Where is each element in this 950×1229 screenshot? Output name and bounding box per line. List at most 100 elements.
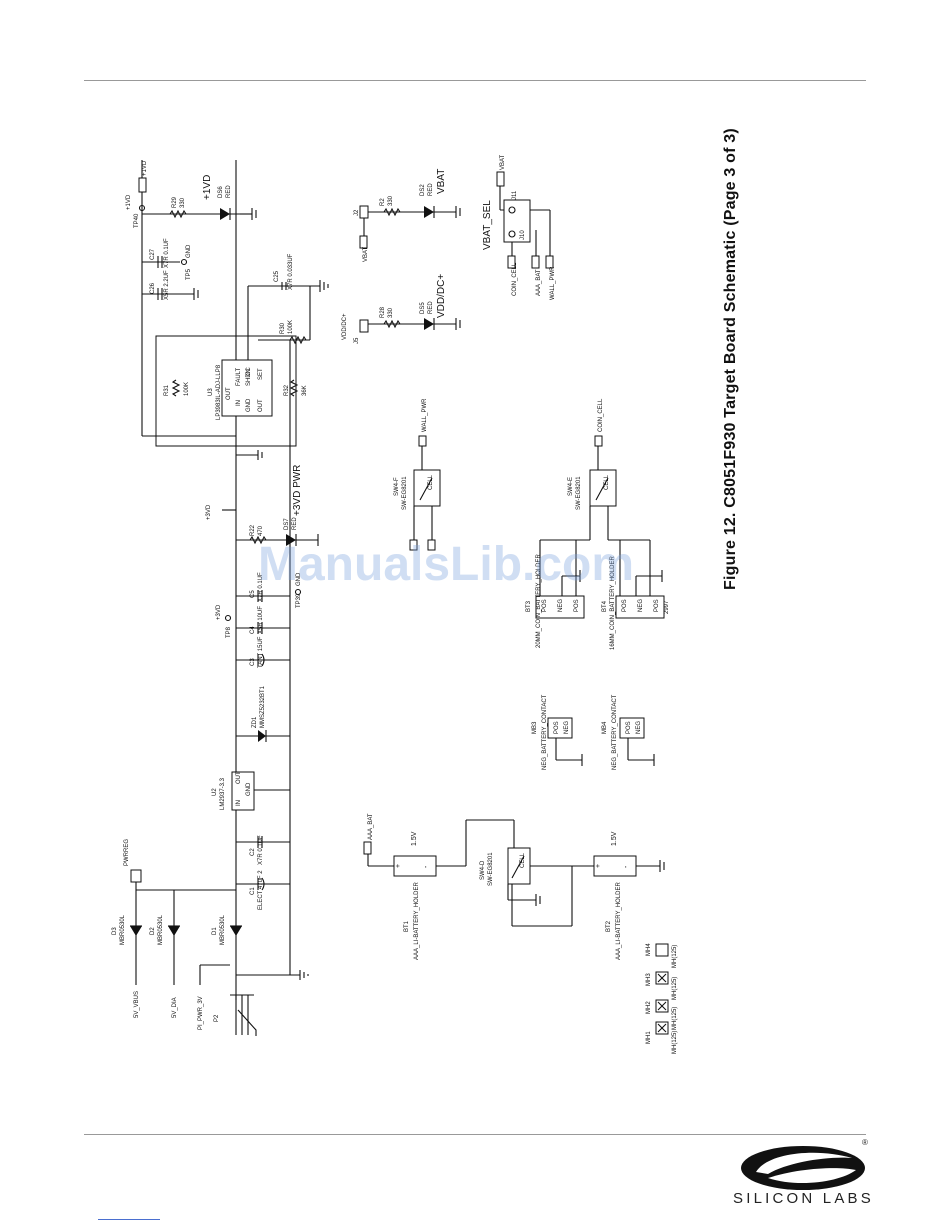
- u2-pin-out: OUT: [236, 771, 242, 784]
- c4-value: X5R 10UF: [258, 606, 264, 634]
- bt1-minus: -: [423, 865, 430, 868]
- r29-value: 330: [180, 197, 186, 208]
- j10-ref: J10: [520, 230, 526, 240]
- bt3-ref: BT3: [526, 600, 532, 612]
- net-wall-pwr2: WALL_PWR: [422, 398, 428, 432]
- d2-ref: D2: [150, 927, 156, 935]
- d2-value: MBR0530L: [158, 914, 164, 945]
- u3-pin-fault: FAULT: [236, 367, 242, 386]
- c3-ref: C3: [250, 658, 256, 666]
- c5-value: X7R 0.1UF: [258, 572, 264, 602]
- u3-pin-out: OUT: [226, 387, 232, 400]
- mh1-ref: MH1: [646, 1031, 652, 1044]
- input-diodes: PWRREG D3 MBR0530L D2 MBR0530L D1 MBR053…: [112, 839, 257, 1036]
- j5-net: VDD/DC+: [342, 313, 348, 340]
- bt2-minus: -: [623, 865, 630, 868]
- mb4-ref: MB4: [602, 721, 608, 734]
- bt3-pos: POS: [542, 599, 548, 612]
- ds7-value: RED: [292, 517, 298, 530]
- tp8-net: +3VD: [216, 604, 222, 620]
- mounting-holes: MH1 MH(125) MH2 MH(125) MH3 MH(125) MH4 …: [646, 943, 678, 1054]
- bt1-plus: +: [395, 864, 402, 868]
- r32-ref: R32: [284, 384, 290, 396]
- mb4-pos: POS: [626, 721, 632, 734]
- switch-sw4f: CELL SW4-F SW-EG8201 WALL_PWR: [394, 398, 441, 551]
- switch-sw4e: CELL SW4-E SW-EG8201 COIN_CELL POS NEG P…: [526, 398, 670, 650]
- c27-value: X7R 0.1UF: [164, 238, 170, 268]
- sw4e-cell: CELL: [604, 474, 610, 490]
- bt3-pos2: POS: [574, 599, 580, 612]
- d1-ref: D1: [212, 927, 218, 935]
- vd1-section: TP40 +1VD +1VD R29 330 DS6 RED +1VD C27 …: [126, 160, 257, 300]
- c26-value: X5R 2.2UF: [164, 270, 170, 300]
- net-wall-pwr: WALL_PWR: [550, 266, 556, 300]
- u3-pin-out2: OUT: [258, 399, 264, 412]
- d1-value: MBR0530L: [220, 914, 226, 945]
- tp8-ref: TP8: [226, 626, 232, 638]
- c1-ref: C1: [250, 887, 256, 895]
- output-filter: ZD1 MMSZ5232BT1 C3 TANT 15UF C4 X5R 10UF…: [206, 465, 319, 742]
- net-coin-cell2: COIN_CELL: [598, 398, 604, 432]
- pwrreg-label: PWRREG: [124, 839, 130, 866]
- c4-ref: C4: [250, 626, 256, 634]
- tp40-net: +1VD: [126, 194, 132, 210]
- zd1-value: MMSZ5232BT1: [260, 685, 266, 728]
- sw4d-value: SW-EG8201: [488, 852, 494, 886]
- status-leds: J2 VBAT R2 330 DS2 RED VBAT J5 VDD/DC+ R…: [342, 169, 461, 344]
- r30-ref: R30: [280, 322, 286, 334]
- r28-ref: R28: [380, 306, 386, 318]
- mh4-ref: MH4: [646, 943, 652, 956]
- ds5-value: RED: [428, 301, 434, 314]
- ds7-ref: DS7: [284, 518, 290, 530]
- u3-pin-set: SET: [258, 368, 264, 380]
- ds2-value: RED: [428, 183, 434, 196]
- r2-ref: R2: [380, 198, 386, 206]
- watermark: ManualsLib.com: [258, 538, 635, 591]
- mb3-ref: MB3: [532, 721, 538, 734]
- sw4f-value: SW-EG8201: [402, 476, 408, 510]
- mh3-ref: MH3: [646, 973, 652, 986]
- sw4e-value: SW-EG8201: [576, 476, 582, 510]
- p2-ref: P2: [214, 1014, 220, 1022]
- pwr-3vd-label: +3VD PWR: [292, 465, 303, 516]
- r32-value: 36K: [302, 385, 308, 396]
- bt3-value: 20MM_COIN_BATTERY_HOLDER: [536, 554, 542, 648]
- c25-value: X7R 0.033UF: [288, 253, 294, 290]
- brand-name: SILICON LABS: [733, 1190, 874, 1207]
- ds6-ref: DS6: [218, 186, 224, 198]
- aaa-batteries: AAA_BAT + - 1.5V BT1 AAA_LI-BATTERY_HOLD…: [363, 813, 665, 960]
- tp39-gnd: GND: [296, 572, 302, 586]
- r30-value: 100K: [288, 320, 294, 334]
- c27-ref: C27: [150, 248, 156, 260]
- c2-ref: C2: [250, 848, 256, 856]
- u3-pin-cc: CC: [246, 367, 252, 376]
- j2-ref: J2: [354, 209, 360, 216]
- c26-ref: C26: [150, 282, 156, 294]
- r31-ref: R31: [164, 384, 170, 396]
- tp5-ref: TP5: [186, 268, 192, 280]
- vbat-led-label: VBAT: [436, 169, 447, 194]
- u2-value: LM2937-3.3: [220, 777, 226, 810]
- mh3-value: MH(125): [672, 977, 678, 1000]
- bt2-cell: 1.5V: [611, 831, 618, 846]
- j11-ref: J11: [512, 190, 518, 200]
- silicon-labs-logo-icon: [741, 1146, 865, 1190]
- bt4-ref: BT4: [602, 600, 608, 612]
- u3-pin-gnd: GND: [246, 398, 252, 412]
- mb3-pos: POS: [554, 721, 560, 734]
- sw4f-cell: CELL: [428, 474, 434, 490]
- u3-pin-in: IN: [236, 400, 242, 406]
- vbat-sel-label: VBAT_SEL: [482, 200, 493, 250]
- zd1-ref: ZD1: [252, 716, 258, 728]
- footer-link-underline: [98, 1219, 160, 1220]
- r28-value: 330: [388, 307, 394, 318]
- d3-ref: D3: [112, 927, 118, 935]
- vbat-top-net: VBAT: [500, 154, 506, 170]
- net-aaa-bat: AAA_BAT: [536, 269, 542, 296]
- r31-value: 100K: [184, 382, 190, 396]
- tp40-ref: TP40: [134, 213, 140, 228]
- d3-value: MBR0530L: [120, 914, 126, 945]
- u3-ref: U3: [208, 388, 214, 396]
- bt4-pos: POS: [622, 599, 628, 612]
